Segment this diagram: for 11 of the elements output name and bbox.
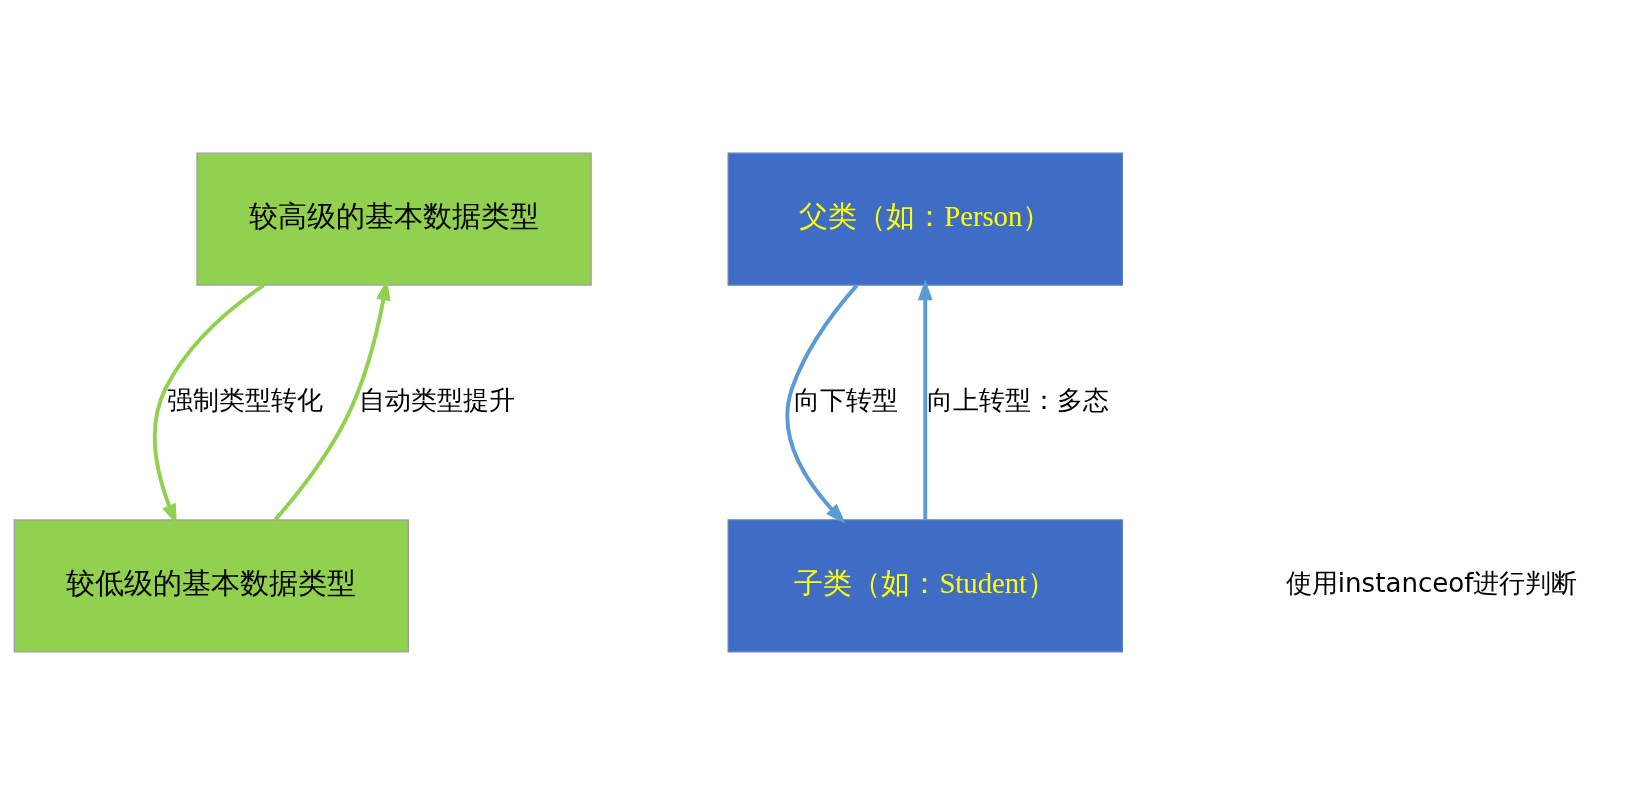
node-box: 较高级的基本数据类型 xyxy=(195,152,592,286)
edge-label: 向下转型 xyxy=(793,385,898,416)
edge-label: 自动类型提升 xyxy=(358,385,515,416)
node-box: 子类（如：Student） xyxy=(727,519,1123,653)
node-box: 父类（如：Person） xyxy=(727,152,1123,286)
node-box: 较低级的基本数据类型 xyxy=(13,519,409,653)
label: 使用instanceof进行判断 xyxy=(1285,568,1577,599)
edge-label: 向上转型：多态 xyxy=(926,385,1109,416)
arrow xyxy=(917,279,933,520)
edge-label: 强制类型转化 xyxy=(166,385,323,416)
arrow xyxy=(785,284,858,525)
